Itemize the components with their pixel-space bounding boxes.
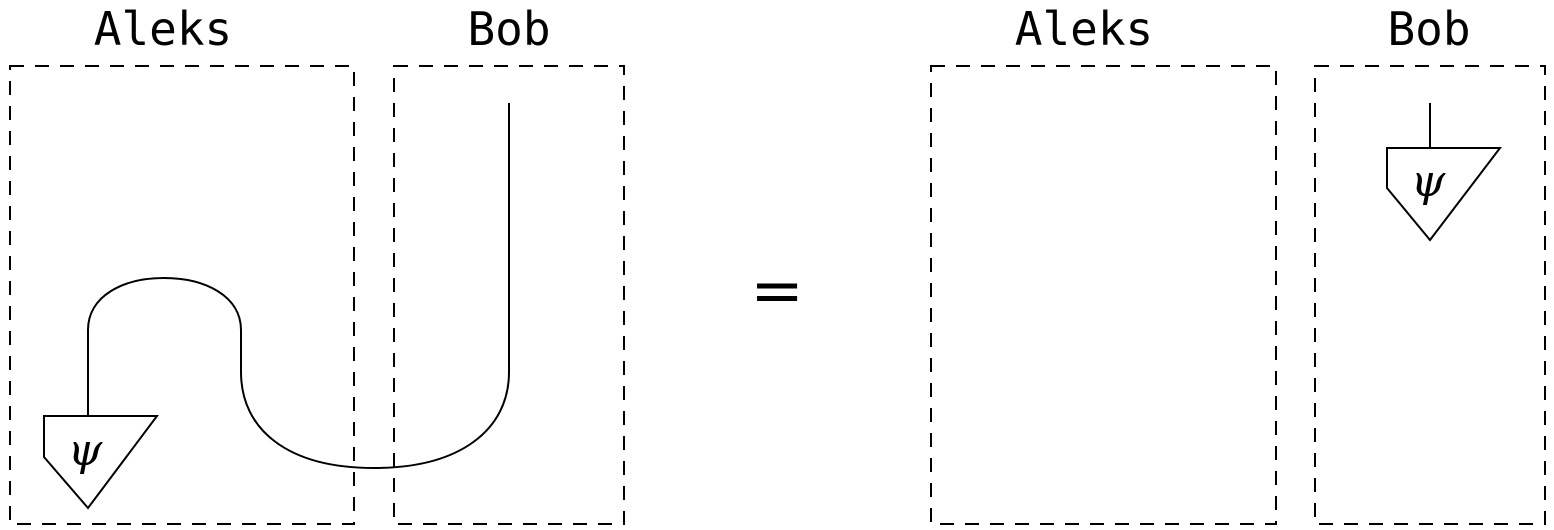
right-psi-symbol: ψ — [1411, 156, 1446, 207]
left-bob-label: Bob — [467, 2, 550, 56]
left-psi-state — [43, 415, 159, 510]
left-psi-symbol: ψ — [68, 425, 103, 476]
equals-sign: = — [750, 254, 804, 328]
left-bob-box — [393, 65, 625, 525]
left-aleks-label: Aleks — [94, 2, 232, 56]
right-bob-label: Bob — [1387, 2, 1470, 56]
right-aleks-label: Aleks — [1015, 2, 1153, 56]
right-aleks-box — [930, 65, 1277, 525]
left-diagram: Aleks Bob ψ — [9, 2, 625, 525]
right-psi-state — [1386, 147, 1503, 242]
left-aleks-box — [9, 65, 355, 525]
right-bob-box — [1314, 65, 1546, 525]
cup-cap-wire — [87, 103, 510, 470]
right-diagram: Aleks Bob ψ — [930, 2, 1546, 525]
